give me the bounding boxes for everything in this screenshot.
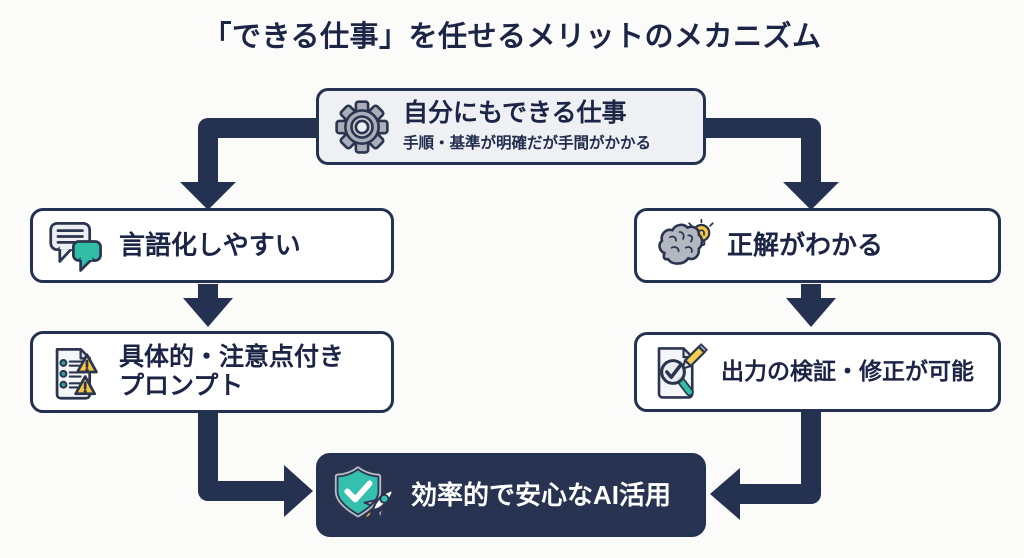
checklist-warning-icon — [48, 342, 106, 402]
arrowhead — [710, 468, 740, 520]
arrow-right-to-result — [738, 410, 821, 504]
gear-icon — [334, 99, 390, 155]
chat-bubbles-icon — [48, 219, 106, 273]
arrowhead — [284, 465, 313, 517]
source-subtitle: 手順・基準が明確だが手間がかかる — [403, 134, 652, 152]
node-verbalize-label: 言語化しやすい — [119, 230, 301, 261]
arrow-left-to-result — [198, 411, 286, 501]
arrowhead — [786, 298, 836, 327]
source-title: 自分にもできる仕事 — [403, 99, 627, 128]
node-verbalize: 言語化しやすい — [30, 208, 394, 283]
arrowhead — [783, 182, 839, 210]
node-answer: 正解がわかる — [634, 208, 1001, 283]
node-verify-label: 出力の検証・修正が可能 — [721, 358, 974, 385]
node-source: 自分にもできる仕事 手順・基準が明確だが手間がかかる — [316, 88, 706, 165]
node-answer-label: 正解がわかる — [727, 230, 884, 261]
arrow-source-to-right — [702, 118, 821, 184]
node-prompt-label: 具体的・注意点付き プロンプト — [119, 342, 345, 401]
node-result: 効率的で安心なAI活用 — [316, 453, 706, 537]
shield-rocket-icon — [334, 464, 398, 526]
review-magnifier-icon — [652, 343, 708, 401]
arrowhead — [183, 298, 233, 327]
arrow-source-to-left — [198, 118, 320, 184]
brain-idea-icon — [652, 218, 714, 274]
arrowhead — [180, 182, 236, 210]
diagram-title: 「できる仕事」を任せるメリットのメカニズム — [202, 21, 822, 53]
node-prompt: 具体的・注意点付き プロンプト — [30, 331, 394, 413]
node-result-label: 効率的で安心なAI活用 — [411, 479, 672, 510]
node-verify: 出力の検証・修正が可能 — [634, 332, 1001, 412]
